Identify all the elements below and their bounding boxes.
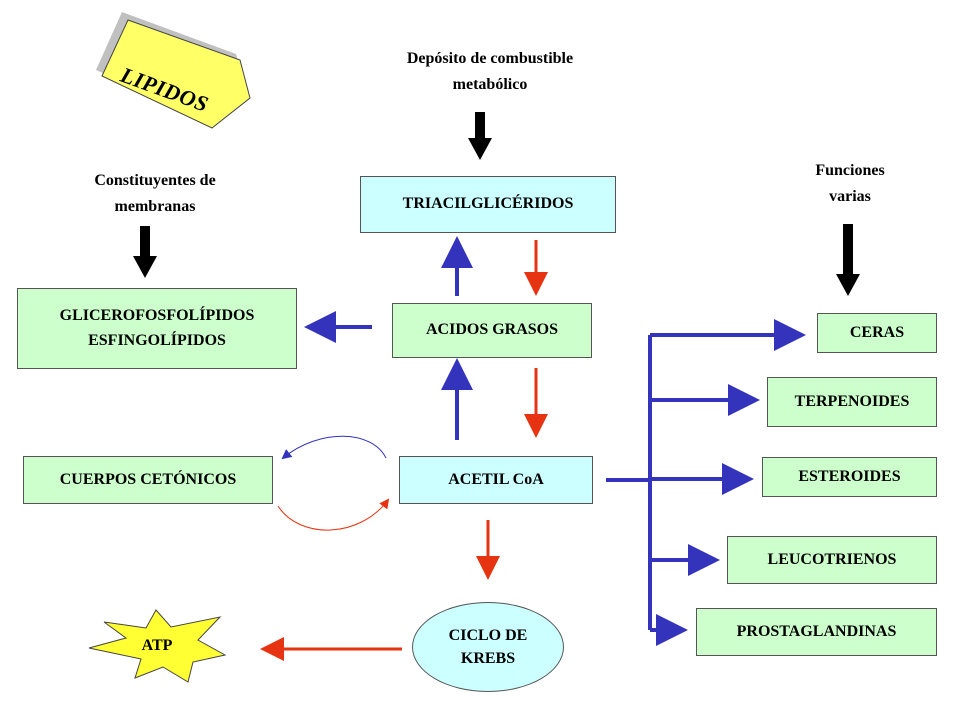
triacilgliceridos-label: TRIACILGLICÉRIDOS: [402, 195, 574, 213]
esteroides-label: ESTEROIDES: [798, 467, 901, 485]
triacilgliceridos-box: TRIACILGLICÉRIDOS: [360, 176, 616, 233]
ciclo-krebs-line2: KREBS: [460, 650, 516, 667]
terpenoides-label: TERPENOIDES: [794, 392, 910, 410]
glicerofosfolipidos-label: GLICEROFOSFOLÍPIDOS: [59, 306, 255, 324]
ceras-box: CERAS: [817, 313, 937, 353]
top-label: Depósito de combustible metabólico: [340, 46, 640, 97]
top-label-line2: metabólico: [452, 75, 528, 93]
leucotrienos-box: LEUCOTRIENOS: [727, 536, 937, 584]
leucotrienos-label: LEUCOTRIENOS: [767, 550, 897, 568]
atp-star: [88, 609, 227, 683]
cuerpos-cetonicos-label: CUERPOS CETÓNICOS: [59, 470, 237, 488]
esfingolipidos-label: ESFINGOLÍPIDOS: [88, 331, 226, 349]
left-label-line1: Constituyentes de: [94, 172, 216, 189]
top-label-line1: Depósito de combustible: [406, 50, 574, 67]
left-label: Constituyentes de membranas: [40, 168, 270, 219]
arc-red-cetonicos-to-acetil: [277, 498, 390, 531]
right-label: Funciones varias: [790, 158, 910, 209]
ciclo-krebs-ellipse: CICLO DE KREBS: [412, 602, 564, 692]
functions-bracket: [606, 335, 652, 630]
acidos-grasos-label: ACIDOS GRASOS: [425, 321, 559, 339]
black-arrow-top: [468, 112, 492, 160]
right-label-line1: Funciones: [815, 162, 885, 179]
esteroides-box: ESTEROIDES: [762, 457, 937, 497]
acetil-coa-box: ACETIL CoA: [399, 456, 593, 504]
prostaglandinas-box: PROSTAGLANDINAS: [696, 608, 937, 656]
black-arrow-left: [133, 226, 157, 278]
black-arrow-right: [836, 224, 860, 296]
acidos-grasos-box: ACIDOS GRASOS: [392, 303, 592, 358]
terpenoides-box: TERPENOIDES: [767, 377, 937, 427]
cuerpos-cetonicos-box: CUERPOS CETÓNICOS: [23, 456, 273, 504]
acetil-coa-label: ACETIL CoA: [448, 470, 544, 488]
left-label-line2: membranas: [114, 197, 196, 215]
ceras-label: CERAS: [849, 323, 905, 341]
ciclo-krebs-line1: CICLO DE: [448, 626, 528, 644]
prostaglandinas-label: PROSTAGLANDINAS: [736, 622, 897, 640]
lipidos-tag: [101, 19, 251, 129]
glicerofosfolipidos-box: GLICEROFOSFOLÍPIDOS ESFINGOLÍPIDOS: [17, 288, 297, 369]
right-label-line2: varias: [829, 187, 871, 205]
atp-label: ATP: [141, 637, 173, 654]
arc-blue-acetil-to-cetonicos: [281, 435, 387, 460]
